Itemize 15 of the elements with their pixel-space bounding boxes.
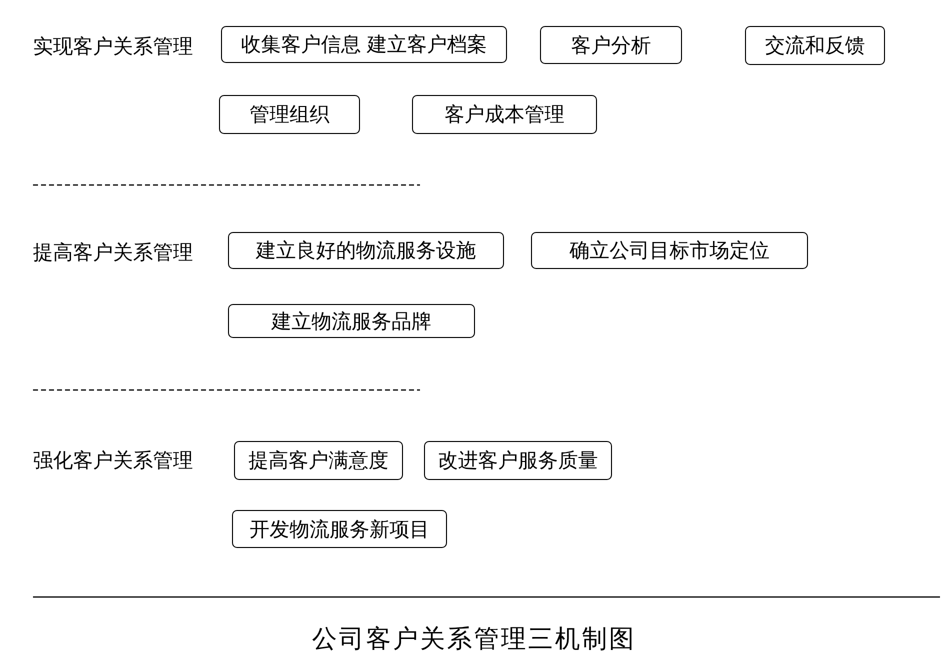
process-box: 建立物流服务品牌 xyxy=(228,304,475,338)
process-box: 改进客户服务质量 xyxy=(424,441,612,480)
caption: 公司客户关系管理三机制图 xyxy=(311,623,637,655)
process-box: 确立公司目标市场定位 xyxy=(531,232,808,269)
section-heading: 实现客户关系管理 xyxy=(33,33,193,60)
section-heading: 提高客户关系管理 xyxy=(33,239,193,266)
process-box: 客户成本管理 xyxy=(412,95,597,134)
process-box: 建立良好的物流服务设施 xyxy=(228,232,504,269)
process-box: 交流和反馈 xyxy=(745,26,885,65)
process-box: 管理组织 xyxy=(219,95,360,134)
process-box: 收集客户信息 建立客户档案 xyxy=(221,26,507,63)
section-heading: 强化客户关系管理 xyxy=(33,447,193,474)
process-box: 开发物流服务新项目 xyxy=(232,510,447,548)
process-box: 提高客户满意度 xyxy=(234,441,403,480)
process-box: 客户分析 xyxy=(540,26,682,64)
